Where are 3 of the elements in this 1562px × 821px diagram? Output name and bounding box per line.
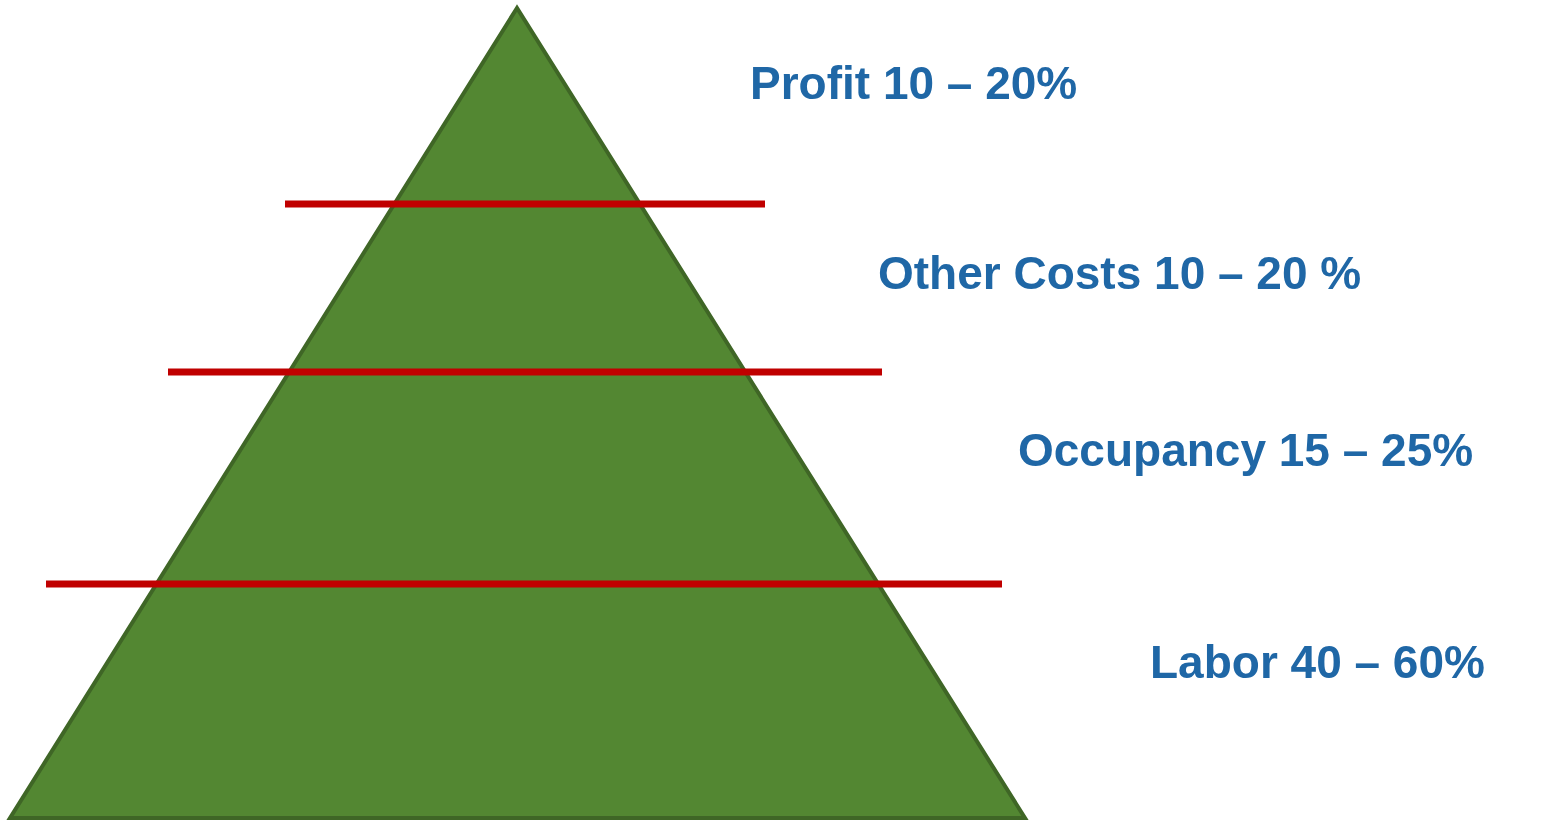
tier-label: Other Costs 10 – 20 % — [878, 250, 1362, 296]
tier-label: Profit 10 – 20% — [750, 60, 1078, 106]
tier-label: Labor 40 – 60% — [1150, 639, 1485, 685]
